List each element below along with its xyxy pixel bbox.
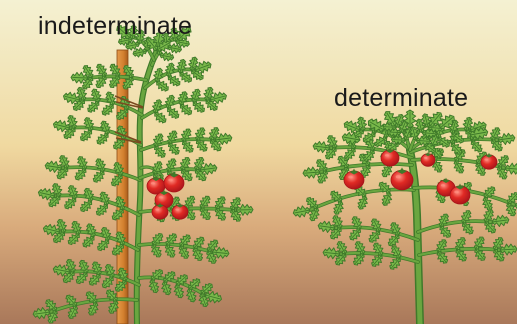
label-determinate: determinate <box>334 86 468 111</box>
label-indeterminate: indeterminate <box>38 14 192 39</box>
